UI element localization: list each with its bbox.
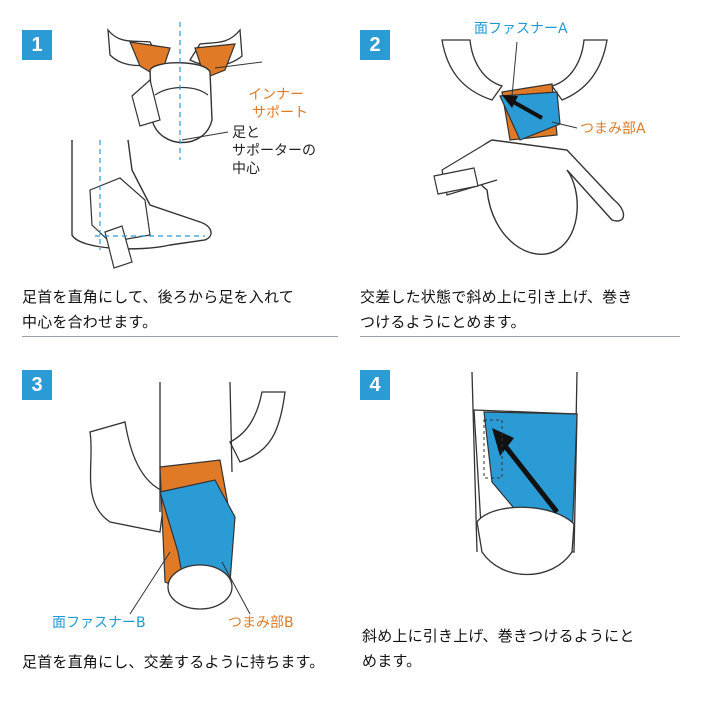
step-4-panel: 4 斜め上に引き上げ、巻きつけるようにと めます。 [352, 352, 705, 705]
step-1-illustration [71, 22, 263, 269]
step-3-illustration [89, 381, 286, 615]
divider [360, 336, 680, 337]
step-2-panel: 2 面ファスナーA つまみ部A 交差した状態で斜め上に引き上げ、巻き つけるよう… [352, 0, 705, 345]
step-3-caption: 足首を直角にし、交差するように持ちます。 [22, 650, 325, 675]
inner-support-label: インナー サポート [248, 86, 308, 122]
fastener-b-label: 面ファスナーB [52, 615, 146, 631]
caption-line-2: 中心を合わせます。 [22, 313, 158, 331]
inner-support-label-line1: インナー [248, 87, 304, 103]
step-2-caption: 交差した状態で斜め上に引き上げ、巻き つけるようにとめます。 [360, 285, 633, 335]
inner-support-label-line2: サポート [252, 105, 308, 121]
caption-line-1: 足首を直角にして、後ろから足を入れて [22, 288, 294, 306]
step-number-badge: 2 [360, 30, 390, 60]
step-2-illustration [433, 39, 625, 255]
caption-line-1: 足首を直角にし、交差するように持ちます。 [22, 653, 325, 671]
caption-line-1: 交差した状態で斜め上に引き上げ、巻き [360, 288, 633, 306]
caption-line-1: 斜め上に引き上げ、巻きつけるようにと [362, 627, 635, 645]
caption-line-2: つけるようにとめます。 [360, 313, 526, 331]
step-number-badge: 1 [22, 30, 52, 60]
step-1-panel: 1 インナー サポート 足と サポーターの 中心 足首を直角にして、後ろから足を… [0, 0, 352, 345]
caption-line-2: めます。 [362, 652, 422, 670]
center-label: 足と サポーターの 中心 [232, 124, 316, 178]
center-label-line3: 中心 [232, 161, 260, 177]
step-number-badge: 4 [360, 370, 390, 400]
step-4-illustration [471, 371, 578, 576]
fastener-a-label: 面ファスナーA [474, 21, 568, 37]
divider [22, 336, 338, 337]
tab-b-label: つまみ部B [228, 615, 294, 631]
step-4-caption: 斜め上に引き上げ、巻きつけるようにと めます。 [362, 624, 635, 674]
center-label-line1: 足と [232, 125, 260, 141]
tab-a-label: つまみ部A [580, 121, 646, 137]
step-1-caption: 足首を直角にして、後ろから足を入れて 中心を合わせます。 [22, 285, 294, 335]
step-3-panel: 3 面ファスナーB つまみ部B 足首を直角にし、交差するように持ちます。 [0, 352, 352, 705]
center-label-line2: サポーターの [232, 143, 316, 159]
step-number-badge: 3 [22, 370, 52, 400]
